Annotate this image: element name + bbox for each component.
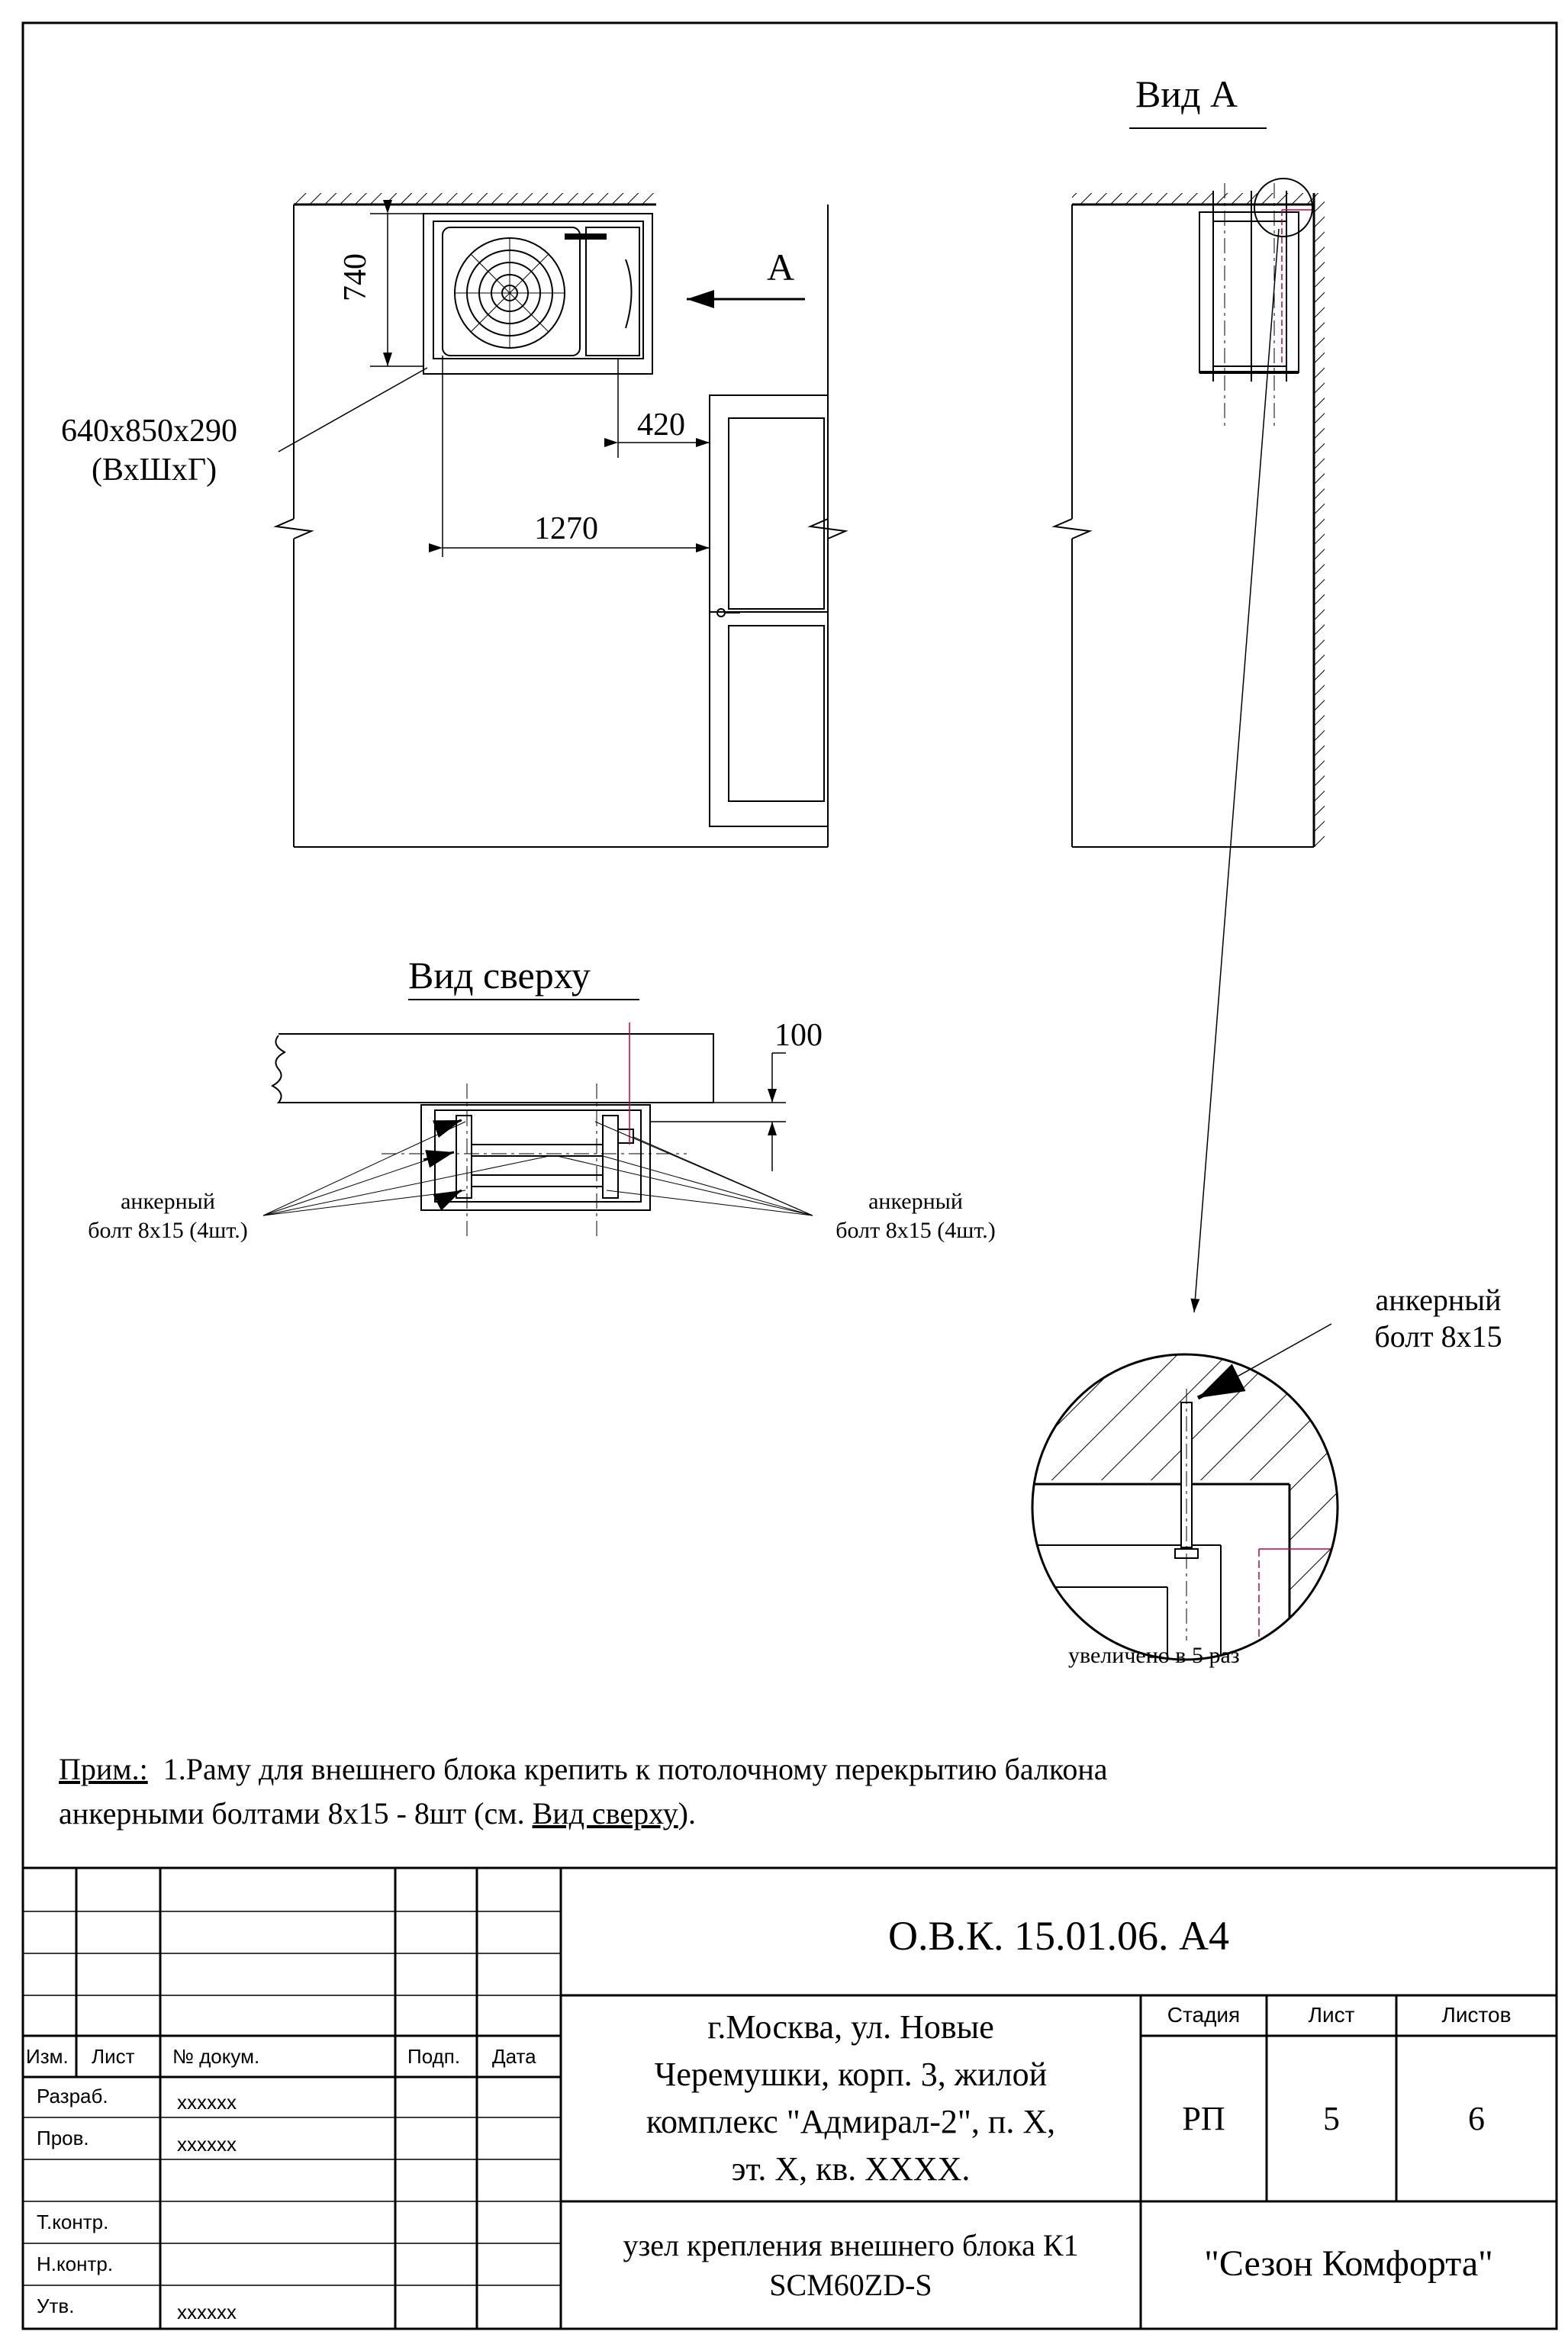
detail-label-line-1: анкерный [1375, 1283, 1502, 1317]
anchor-label-right: анкерный болт 8х15 (4шт.) [809, 1187, 1022, 1245]
company-name: "Сезон Комфорта" [1204, 2243, 1493, 2284]
role-norm-control: Н.контр. [37, 2252, 114, 2275]
role-developer: Разраб. [37, 2085, 108, 2108]
anchor-label-left: анкерный болт 8х15 (4шт.) [61, 1187, 275, 1245]
sheets-header: Листов [1441, 2003, 1512, 2027]
address-block: г.Москва, ул. Новые Черемушки, корп. 3, … [561, 2004, 1141, 2193]
col-list: Лист [92, 2045, 135, 2068]
address-line-2: Черемушки, корп. 3, жилой [654, 2056, 1048, 2093]
name-developer: xxxxxx [177, 2091, 237, 2114]
title-block-grid [23, 1866, 1557, 2329]
dim-height: 740 [338, 253, 373, 301]
role-tech-control: Т.контр. [37, 2211, 109, 2233]
note-text-2a: анкерными болтами 8х15 - 8шт (см. [59, 1796, 533, 1831]
front-view [273, 193, 848, 848]
dim-gap: 420 [637, 407, 685, 443]
view-top-title: Вид сверху [408, 954, 591, 997]
name-approved: xxxxxx [177, 2301, 237, 2323]
anchor-right-line-2: болт 8х15 (4шт.) [836, 1218, 996, 1243]
address-line-3: комплекс "Адмирал-2", п. Х, [646, 2103, 1056, 2140]
view-a [1051, 178, 1325, 1313]
note: Прим.: 1.Раму для внешнего блока крепить… [59, 1747, 1108, 1836]
address-line-4: эт. Х, кв. ХХХХ. [731, 2150, 971, 2188]
address-line-1: г.Москва, ул. Новые [707, 2008, 994, 2046]
dim-top-offset: 100 [774, 1018, 823, 1053]
sheet-header: Лист [1308, 2003, 1355, 2027]
drawing-title: узел крепления внешнего блока К1 SCM60ZD… [561, 2226, 1141, 2305]
unit-size-legend: (ВхШхГ) [92, 452, 217, 488]
stage-value: РП [1182, 2100, 1225, 2137]
drawing-title-line-1: узел крепления внешнего блока К1 [623, 2228, 1079, 2262]
note-line-1: Прим.: 1.Раму для внешнего блока крепить… [59, 1747, 1108, 1792]
sheet-value: 5 [1323, 2100, 1340, 2137]
sheet-frame [21, 21, 1558, 2330]
role-approved: Утв. [37, 2294, 75, 2317]
anchor-right-line-1: анкерный [868, 1189, 963, 1214]
name-checker: xxxxxx [177, 2133, 237, 2156]
col-doc: № докум. [172, 2045, 260, 2068]
stage-header: Стадия [1167, 2003, 1241, 2027]
detail-label: анкерный болт 8х15 [1347, 1282, 1530, 1355]
unit-size: 640x850x290 [61, 414, 237, 449]
col-izm: Изм. [26, 2045, 69, 2068]
detail-view [1031, 1323, 1339, 1661]
note-line-2: анкерными болтами 8х15 - 8шт (см. Вид св… [59, 1792, 1108, 1836]
top-view [262, 1022, 813, 1236]
col-date: Дата [492, 2045, 536, 2068]
drawing-code: О.В.К. 15.01.06. А4 [887, 1913, 1230, 1959]
note-link-top-view[interactable]: Вид сверху [532, 1796, 678, 1831]
drawing-title-line-2: SCM60ZD-S [769, 2268, 932, 2302]
arrow-label: A [767, 246, 795, 288]
note-prefix: Прим.: [59, 1752, 148, 1786]
sheets-value: 6 [1468, 2100, 1485, 2137]
detail-label-line-2: болт 8х15 [1374, 1319, 1502, 1354]
anchor-left-line-1: анкерный [121, 1189, 215, 1214]
view-a-title: Вид А [1135, 72, 1238, 115]
role-checker: Пров. [37, 2127, 89, 2149]
note-text-2b: ). [678, 1796, 696, 1831]
dim-width: 1270 [534, 511, 598, 546]
anchor-left-line-2: болт 8х15 (4шт.) [88, 1218, 248, 1243]
detail-scale: увеличено в 5 раз [1068, 1643, 1240, 1668]
col-sign: Подп. [407, 2045, 461, 2068]
note-text-1: 1.Раму для внешнего блока крепить к пото… [163, 1752, 1108, 1786]
